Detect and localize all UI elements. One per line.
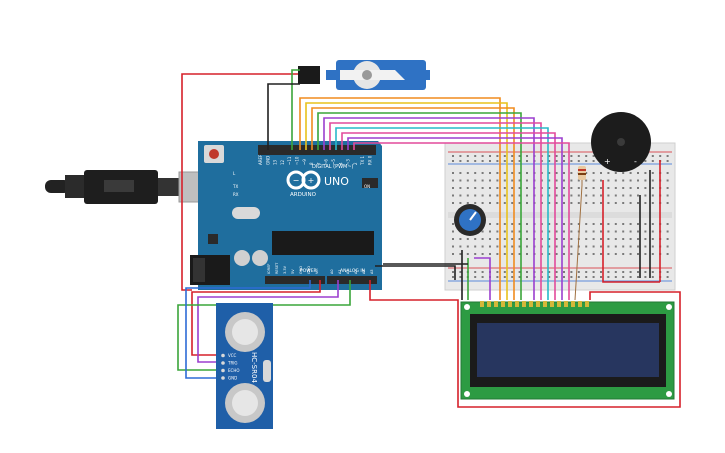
wire-green-servo — [291, 69, 300, 150]
breadboard-holes — [452, 155, 669, 278]
lcd-pin — [494, 301, 498, 307]
digital-pin-label: 8 — [309, 162, 314, 165]
lcd-pin — [571, 301, 575, 307]
digital-pwm-label: DIGITAL (PWM~) — [312, 164, 354, 170]
lcd-pin — [543, 301, 547, 307]
potentiometer — [454, 204, 486, 236]
power-pin-label: IOREF — [267, 264, 271, 274]
digital-pin-label: ~6 — [324, 159, 329, 165]
analog-pin-label: A3 — [354, 269, 358, 274]
digital-pin-label: ~9 — [302, 159, 307, 165]
capacitor — [234, 250, 250, 266]
digital-pin-label: ~10 — [295, 156, 300, 165]
ultrasonic-model-label: HC-SR04 — [250, 352, 258, 383]
svg-text:−: − — [293, 176, 300, 185]
analog-header — [327, 276, 377, 284]
power-pin-label: 5V — [291, 269, 295, 274]
capacitor — [252, 250, 268, 266]
digital-pin-label: 7 — [316, 162, 321, 165]
lcd-pin — [515, 301, 519, 307]
usb-cable — [45, 170, 213, 204]
lcd-pin — [501, 301, 505, 307]
buzzer-minus-label: - — [634, 157, 637, 166]
lcd-pin — [487, 301, 491, 307]
lcd-pin — [522, 301, 526, 307]
ultrasonic-pin-label: GND — [228, 376, 237, 381]
buzzer-plus-label: + — [604, 157, 611, 166]
ultrasonic-pin — [221, 376, 225, 380]
digital-pin-label: AREF — [258, 154, 263, 165]
power-pin-label: Vin — [315, 268, 319, 274]
digital-pin-label: 2 — [353, 162, 358, 165]
crystal — [232, 207, 260, 219]
ultrasonic-pin-label: VCC — [228, 353, 237, 358]
wire-black-servo — [267, 83, 300, 150]
digital-pin-label: RX 0 — [368, 155, 373, 165]
ultrasonic-pin-labels: VCC TRIG ECHO GND — [221, 353, 239, 381]
power-pin-label: 3.3V — [283, 265, 287, 274]
digital-pin-label: ~11 — [287, 156, 292, 165]
analog-pin-label: A5 — [370, 269, 374, 274]
lcd-pin — [557, 301, 561, 307]
analog-pin-label: A1 — [338, 269, 342, 274]
analog-in-label: ANALOG IN — [340, 268, 365, 274]
svg-text:+: + — [308, 176, 315, 185]
ultrasonic-pin-label: TRIG — [227, 361, 238, 366]
digital-pin-label: TX 1 — [360, 156, 365, 166]
arduino-model-label: UNO — [324, 175, 349, 188]
power-pin-label: GND — [299, 266, 303, 274]
power-header — [265, 276, 325, 284]
l-label: L — [233, 171, 236, 176]
analog-pin-label: A0 — [330, 269, 334, 274]
digital-header — [258, 145, 376, 155]
lcd-pin — [585, 301, 589, 307]
piezo-buzzer: + - — [591, 112, 651, 172]
servo-motor — [298, 60, 430, 90]
digital-pin-label: 4 — [338, 162, 343, 165]
analog-pin-label: A2 — [346, 269, 350, 274]
digital-pin-label: ~3 — [346, 159, 351, 165]
power-pin-labels: IOREF RESET 3.3V 5V GND GND Vin — [267, 262, 319, 274]
lcd-pin — [480, 301, 484, 307]
lcd-pin — [529, 301, 533, 307]
resistor — [578, 166, 586, 180]
digital-pin-label: 12 — [280, 159, 285, 165]
wire-red-servo-power — [181, 73, 298, 291]
lcd-pin — [550, 301, 554, 307]
lcd-pin — [536, 301, 540, 307]
digital-pin-label: ~5 — [331, 159, 336, 165]
power-pin-label: RESET — [275, 262, 279, 274]
ultrasonic-pin — [221, 353, 225, 358]
lcd-pin — [564, 301, 568, 307]
on-label: ON — [364, 184, 370, 189]
lcd-pin-header — [480, 301, 589, 307]
ultrasonic-pin — [221, 368, 225, 373]
digital-pin-label: 13 — [273, 159, 278, 165]
ultrasonic-pin — [221, 361, 225, 365]
rx-label: RX — [233, 192, 239, 197]
analog-pin-labels: A0 A1 A2 A3 A4 A5 — [330, 269, 374, 274]
wires — [177, 69, 681, 408]
power-pin-label: GND — [307, 266, 311, 274]
power-label: POWER — [300, 268, 317, 274]
arduino-brand-label: ARDUINO — [290, 192, 317, 198]
lcd-pin — [578, 301, 582, 307]
hc-sr04-sensor: VCC TRIG ECHO GND HC-SR04 — [216, 303, 273, 429]
arduino-uno-board: − + ARDUINO UNO DIGITAL (PWM~) POWER ANA… — [190, 141, 382, 290]
tx-label: TX — [232, 184, 238, 189]
atmega-chip — [272, 231, 374, 255]
ultrasonic-pin-label: ECHO — [228, 368, 239, 373]
digital-pin-label: GND — [265, 156, 270, 165]
lcd-pin — [508, 301, 512, 307]
lcd-16x2 — [460, 301, 675, 400]
analog-pin-label: A4 — [362, 269, 366, 274]
